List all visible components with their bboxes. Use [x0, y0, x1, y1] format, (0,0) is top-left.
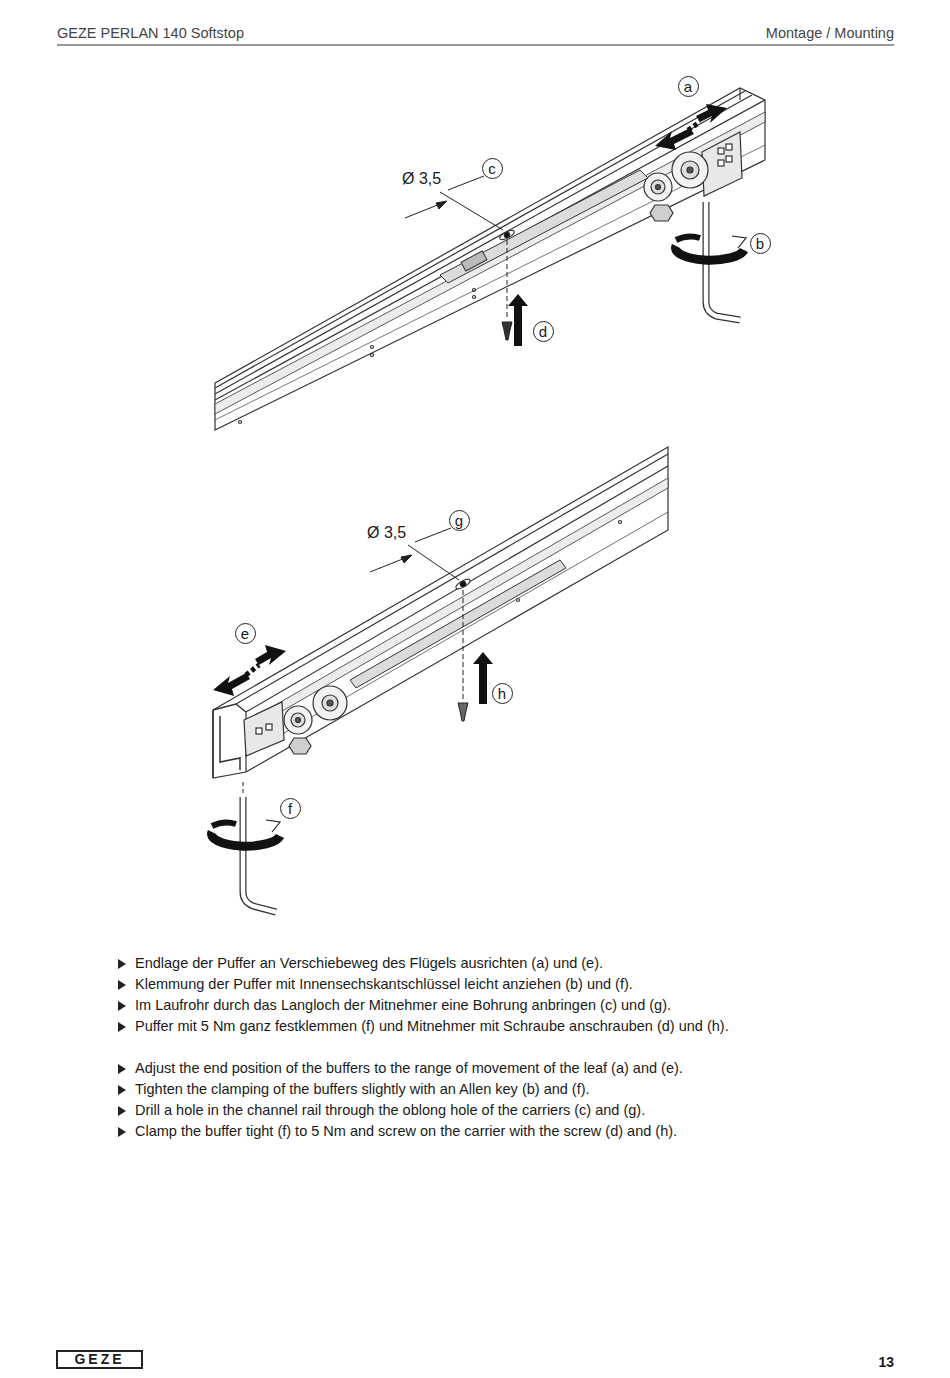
channel-rail-bottom	[213, 447, 668, 778]
instruction-text: Adjust the end position of the buffers t…	[135, 1060, 683, 1077]
callout-text: g	[455, 513, 463, 528]
callout-letter: f	[280, 798, 301, 819]
callout-text: h	[498, 686, 506, 701]
buffer-bottom	[244, 686, 347, 756]
instruction-text: Tighten the clamping of the buffers slig…	[135, 1081, 590, 1098]
callout-text: e	[241, 626, 249, 641]
header-rule	[57, 45, 894, 46]
dimension-label: Ø 3,5	[402, 169, 441, 188]
callout-letter: a	[678, 76, 699, 97]
logo-frame	[57, 1351, 142, 1368]
instruction-text: Im Laufrohr durch das Langloch der Mitne…	[135, 997, 671, 1014]
callout-letter: h	[492, 683, 513, 704]
callout-letter: g	[449, 510, 470, 531]
instruction-text: Clamp the buffer tight (f) to 5 Nm and s…	[135, 1123, 677, 1140]
callout-text: a	[684, 79, 692, 94]
callout-letter: d	[533, 321, 554, 342]
section-header: Montage / Mounting	[766, 25, 894, 42]
instruction-text: Klemmung der Puffer mit Innensechskantsc…	[135, 976, 633, 993]
callout-text: d	[539, 324, 547, 339]
dimension-label: Ø 3,5	[367, 523, 406, 542]
callout-letter: e	[235, 623, 256, 644]
page-number: 13	[878, 1354, 894, 1371]
instruction-text: Puffer mit 5 Nm ganz festklemmen (f) und…	[135, 1018, 729, 1035]
callout-text: f	[288, 801, 292, 816]
instruction-text: Endlage der Puffer an Verschiebeweg des …	[135, 955, 603, 972]
channel-rail-top	[215, 88, 765, 430]
page-header: GEZE PERLAN 140 Softstop	[57, 25, 244, 42]
screw-h	[458, 590, 493, 721]
bullet-marker	[118, 959, 126, 1137]
callout-text: c	[488, 161, 496, 176]
slide-arrow-a	[655, 104, 727, 150]
callout-letter: c	[482, 158, 503, 179]
screw-d	[502, 240, 528, 346]
brand-logo: GEZE	[74, 1351, 124, 1368]
callout-letter: b	[750, 233, 771, 254]
instruction-text: Drill a hole in the channel rail through…	[135, 1102, 645, 1119]
slide-arrow-e	[213, 645, 286, 696]
callout-text: b	[756, 236, 764, 251]
allen-key-f	[212, 782, 280, 912]
allen-key-b	[676, 202, 746, 320]
carrier-top	[440, 170, 648, 283]
